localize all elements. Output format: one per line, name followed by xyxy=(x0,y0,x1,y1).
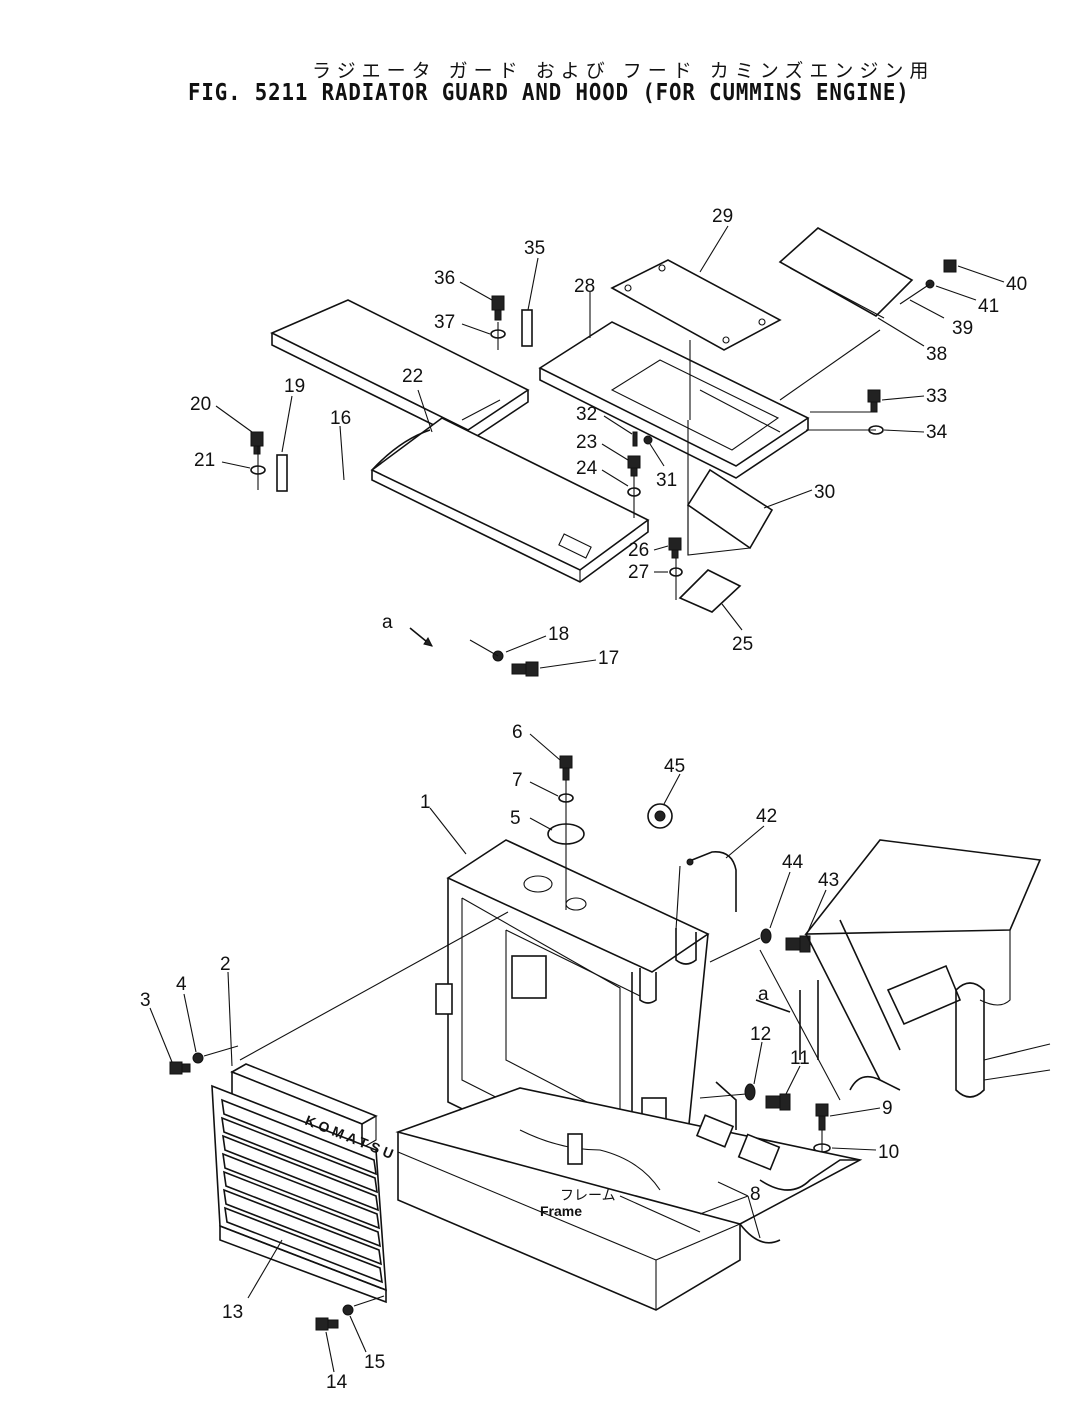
callout-37: 37 xyxy=(434,312,455,333)
callout-4: 4 xyxy=(176,974,187,995)
callout-34: 34 xyxy=(926,422,948,443)
callout-41: 41 xyxy=(978,296,999,317)
frame-bracket xyxy=(567,1133,583,1165)
guard-side-tab xyxy=(435,983,453,1015)
hood-panel-lower xyxy=(686,468,774,550)
callout-27: 27 xyxy=(628,562,649,583)
muffler xyxy=(955,982,985,1098)
callout-23: 23 xyxy=(576,432,597,453)
guard-hook-left xyxy=(639,968,657,1004)
callout-12: 12 xyxy=(750,1024,771,1045)
callout-22: 22 xyxy=(402,366,423,387)
callout-labels: 1 2 3 4 5 6 7 8 9 10 11 12 13 xyxy=(140,206,1027,1393)
guard-bracket-inner xyxy=(511,955,547,999)
callout-36: 36 xyxy=(434,268,455,289)
callout-40: 40 xyxy=(1006,274,1027,295)
hood-assembly xyxy=(250,227,957,677)
bolt-23 xyxy=(627,455,641,477)
rear-cover xyxy=(804,839,1042,935)
bolt-36 xyxy=(491,295,505,321)
radiator-grille xyxy=(211,1084,387,1304)
callout-24: 24 xyxy=(576,458,598,479)
callout-7: 7 xyxy=(512,770,523,791)
bracket-42 xyxy=(691,851,737,912)
bolt-11 xyxy=(765,1093,791,1111)
callout-44: 44 xyxy=(782,852,804,873)
callout-19: 19 xyxy=(284,376,305,397)
bolt-9 xyxy=(815,1103,829,1131)
callout-11: 11 xyxy=(790,1048,810,1069)
callout-13: 13 xyxy=(222,1302,243,1323)
callout-30: 30 xyxy=(814,482,835,503)
hinge-left xyxy=(276,454,288,492)
callout-39: 39 xyxy=(952,318,973,339)
callout-16: 16 xyxy=(330,408,351,429)
view-label-a-top: a xyxy=(382,612,393,633)
washer-4 xyxy=(192,1052,204,1064)
callout-5: 5 xyxy=(510,808,521,829)
callout-28: 28 xyxy=(574,276,595,297)
washer-44 xyxy=(760,928,772,944)
frame-mount-8b xyxy=(737,1133,781,1171)
rear-panel-small xyxy=(886,964,962,1026)
callout-35: 35 xyxy=(524,238,545,259)
callout-2: 2 xyxy=(220,954,231,975)
hood-panel-left xyxy=(270,299,530,431)
bolt-26 xyxy=(668,537,682,559)
callout-1: 1 xyxy=(420,792,431,813)
callout-10: 10 xyxy=(878,1142,899,1163)
view-arrow-a-bottom xyxy=(755,999,791,1013)
small-plate xyxy=(678,569,742,613)
washer-15 xyxy=(342,1304,354,1316)
bolt-33 xyxy=(867,389,881,413)
frame-mount-8 xyxy=(695,1114,735,1148)
guard-frame-top xyxy=(446,839,710,973)
callout-20: 20 xyxy=(190,394,211,415)
radiator-guard-assembly xyxy=(169,755,1051,1331)
side-plate xyxy=(778,227,914,317)
figure-title-japanese: ラジエータ ガード および フード カミンズエンジン用 xyxy=(312,60,935,82)
callout-6: 6 xyxy=(512,722,523,743)
hinge-right xyxy=(521,309,533,347)
callout-32: 32 xyxy=(576,404,597,425)
callout-43: 43 xyxy=(818,870,839,891)
washer-12 xyxy=(744,1083,756,1101)
callout-26: 26 xyxy=(628,540,649,561)
callout-14: 14 xyxy=(326,1372,348,1393)
callout-33: 33 xyxy=(926,386,947,407)
callout-8: 8 xyxy=(750,1184,761,1205)
callout-3: 3 xyxy=(140,990,151,1011)
callout-9: 9 xyxy=(882,1098,893,1119)
callout-18: 18 xyxy=(548,624,569,645)
figure-title-english: FIG. 5211 RADIATOR GUARD AND HOOD (FOR C… xyxy=(188,80,910,106)
callout-38: 38 xyxy=(926,344,947,365)
bolt-20 xyxy=(250,431,264,455)
bolt-17 xyxy=(511,661,539,677)
frame-label-en: Frame xyxy=(540,1203,582,1219)
view-label-a-bottom: a xyxy=(758,984,769,1005)
callout-45: 45 xyxy=(664,756,685,777)
callout-42: 42 xyxy=(756,806,777,827)
bolt-43 xyxy=(785,935,811,953)
pin-32 xyxy=(632,431,638,447)
callout-29: 29 xyxy=(712,206,733,227)
callout-15: 15 xyxy=(364,1352,385,1373)
callout-25: 25 xyxy=(732,634,753,655)
bolt-14 xyxy=(315,1317,339,1331)
cover-plate xyxy=(610,259,782,351)
frame-label-jp: フレーム xyxy=(560,1187,616,1203)
callout-21: 21 xyxy=(194,450,215,471)
nut-31 xyxy=(643,435,653,445)
guard-hook-right xyxy=(675,928,697,965)
machine-frame-top xyxy=(395,1087,863,1225)
bolt-3 xyxy=(169,1061,191,1075)
callout-31: 31 xyxy=(656,470,677,491)
bolt-6 xyxy=(559,755,573,781)
callout-17: 17 xyxy=(598,648,619,669)
bolt-40 xyxy=(943,259,957,273)
